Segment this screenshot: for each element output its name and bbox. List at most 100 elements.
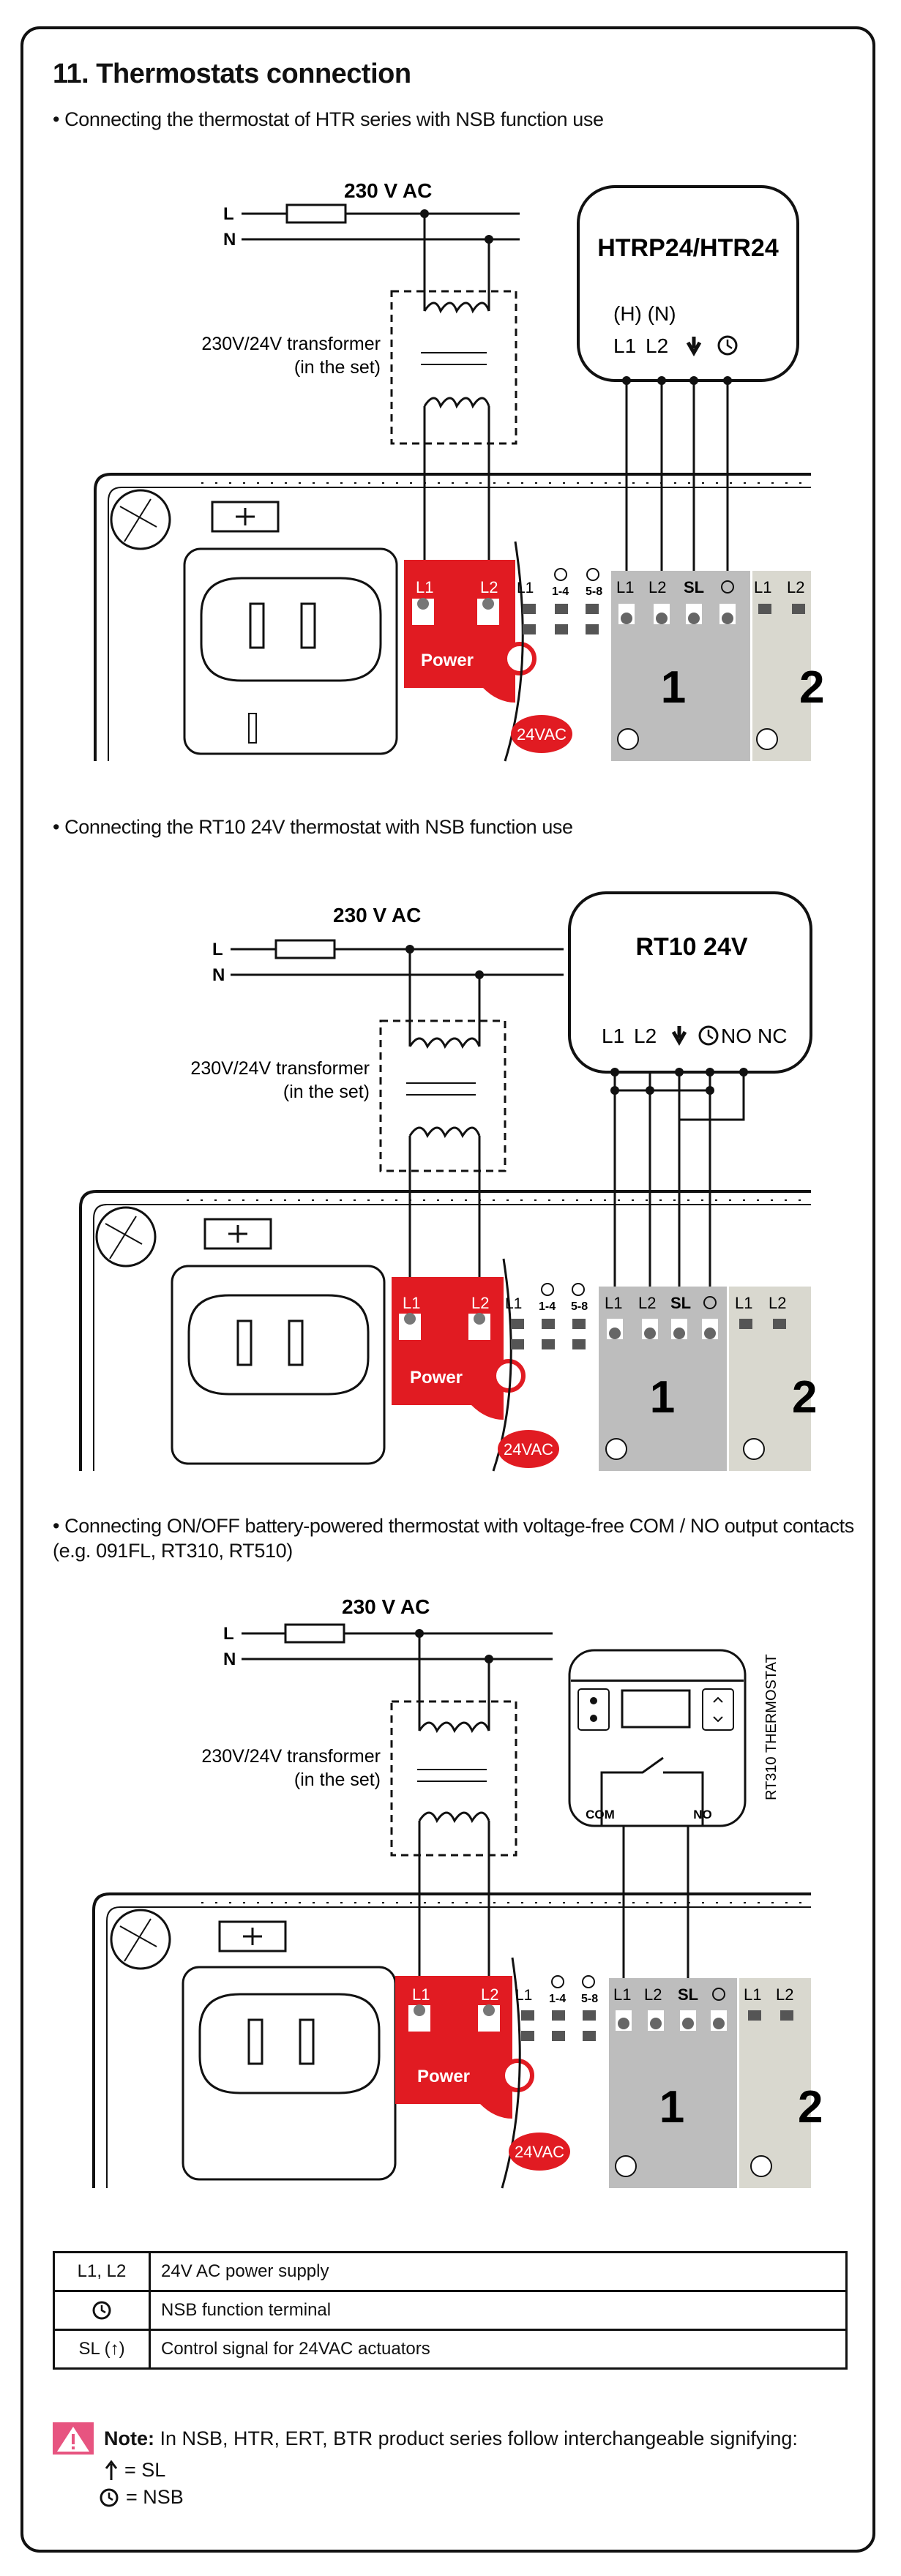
com-label: COM: [586, 1808, 615, 1821]
zone-l1: L1: [613, 1985, 631, 2004]
transformer-label-1: 230V/24V transformer: [190, 1058, 370, 1079]
n-label: N: [212, 965, 225, 985]
clock-icon: [698, 1025, 719, 1046]
term-5-8: 5-8: [571, 1300, 588, 1313]
power-l1: L1: [412, 1985, 430, 2004]
small-l1: L1: [505, 1295, 522, 1312]
zone-2-number: 2: [792, 1372, 817, 1423]
small-l1: L1: [515, 1987, 532, 2004]
n-label: N: [223, 1650, 236, 1669]
n-label: N: [223, 230, 236, 250]
power-block: [392, 1277, 504, 1420]
power-l2: L2: [481, 1985, 498, 2004]
zone-l2: L2: [648, 578, 666, 596]
power-label: Power: [410, 1368, 463, 1388]
l-label: L: [212, 940, 223, 959]
thermostat-l1: L1: [602, 1025, 624, 1047]
zone2-l2: L2: [776, 1985, 793, 2004]
zone2-l1: L1: [735, 1294, 752, 1312]
vac-badge: 24VAC: [515, 2143, 564, 2161]
vac-badge: 24VAC: [517, 725, 567, 744]
legend-key: SL (↑): [53, 2329, 151, 2370]
transformer-label-2: (in the set): [294, 1770, 381, 1790]
clock-icon: [92, 2301, 111, 2320]
arrow-down-icon: [686, 337, 702, 357]
page-frame: [20, 26, 875, 2553]
fuse: [274, 939, 336, 959]
hn-labels: (H) (N): [613, 302, 676, 325]
term-1-4: 1-4: [539, 1300, 556, 1313]
power-label: Power: [417, 2067, 470, 2086]
legend-table: L1, L2 24V AC power supply NSB function …: [53, 2251, 848, 2370]
transformer-label-1: 230V/24V transformer: [201, 1746, 381, 1767]
thermostat-rt310: [568, 1649, 747, 1827]
thermostat-rt10: [568, 891, 812, 1074]
zone2-l2: L2: [769, 1294, 786, 1312]
term-5-8: 5-8: [581, 1993, 598, 2005]
l-label: L: [223, 204, 234, 224]
legend-desc: NSB function terminal: [149, 2290, 848, 2331]
term-1-4: 1-4: [552, 585, 569, 598]
power-l1: L1: [403, 1294, 420, 1312]
thermostat-l2: L2: [646, 334, 668, 357]
transformer-label-2: (in the set): [283, 1082, 370, 1102]
thermostat-l1: L1: [613, 334, 636, 357]
zone-l1: L1: [616, 578, 634, 596]
voltage-label: 230 V AC: [333, 904, 421, 926]
thermostat-l2: L2: [634, 1025, 657, 1047]
legend-row: L1, L2 24V AC power supply: [53, 2251, 848, 2292]
power-l2: L2: [471, 1294, 489, 1312]
zone-2-block: [729, 1287, 811, 1471]
zone2-l1: L1: [754, 578, 771, 596]
caption-3b: (e.g. 091FL, RT310, RT510): [53, 1540, 293, 1562]
vac-badge: 24VAC: [504, 1440, 553, 1459]
zone-1-number: 1: [659, 2082, 684, 2133]
zone-l2: L2: [638, 1294, 656, 1312]
arrow-up-icon: [105, 2460, 118, 2480]
note-line2: = NSB: [126, 2486, 184, 2508]
zone-1-number: 1: [650, 1372, 675, 1423]
zone-l2: L2: [644, 1985, 662, 2004]
voltage-label: 230 V AC: [342, 1595, 430, 1618]
power-block: [404, 560, 515, 703]
arrow-down-icon: [671, 1026, 687, 1046]
power-l1: L1: [416, 578, 433, 596]
transformer-label-2: (in the set): [294, 357, 381, 378]
zone2-l2: L2: [787, 578, 804, 596]
diagram-1: 230 V AC L N 230V/24V transformer (in th…: [94, 179, 824, 762]
no-label: NO: [721, 1025, 752, 1047]
thermostat-htr: [577, 185, 799, 382]
small-l1: L1: [517, 580, 534, 596]
caption-1: • Connecting the thermostat of HTR serie…: [53, 108, 604, 130]
l-label: L: [223, 1624, 234, 1644]
diagram-2: 230 V AC L N 230V/24V transformer (in th…: [79, 891, 817, 1472]
device-side-label: RT310 THERMOSTAT: [763, 1654, 780, 1800]
legend-desc: Control signal for 24VAC actuators: [149, 2329, 848, 2370]
legend-row: NSB function terminal: [53, 2290, 848, 2331]
zone-2-number: 2: [798, 2082, 823, 2133]
power-l2: L2: [480, 578, 498, 596]
note: Note: In NSB, HTR, ERT, BTR product seri…: [53, 2422, 798, 2509]
transformer-label-1: 230V/24V transformer: [201, 334, 381, 354]
power-label: Power: [421, 651, 474, 670]
legend-desc: 24V AC power supply: [149, 2251, 848, 2292]
fuse: [284, 1623, 345, 1644]
diagram-3: 230 V AC L N 230V/24V transformer (in th…: [92, 1595, 823, 2189]
zone-sl: SL: [678, 1985, 698, 2004]
zone2-l1: L1: [744, 1985, 761, 2004]
warning-icon: [53, 2422, 94, 2455]
legend-key: L1, L2: [53, 2251, 151, 2292]
caption-3a: • Connecting ON/OFF battery-powered ther…: [53, 1515, 854, 1537]
zone-sl: SL: [684, 578, 704, 596]
note-label: Note:: [104, 2427, 154, 2449]
term-1-4: 1-4: [549, 1993, 566, 2005]
clock-icon: [717, 335, 738, 356]
legend-key-icon: [53, 2290, 151, 2331]
section-title: 11. Thermostats connection: [53, 59, 411, 89]
zone-1-block: [611, 571, 750, 761]
term-5-8: 5-8: [586, 585, 602, 598]
zone-2-number: 2: [799, 662, 824, 713]
note-text: In NSB, HTR, ERT, BTR product series fol…: [160, 2427, 798, 2449]
caption-2: • Connecting the RT10 24V thermostat wit…: [53, 816, 573, 838]
zone-l1: L1: [605, 1294, 622, 1312]
